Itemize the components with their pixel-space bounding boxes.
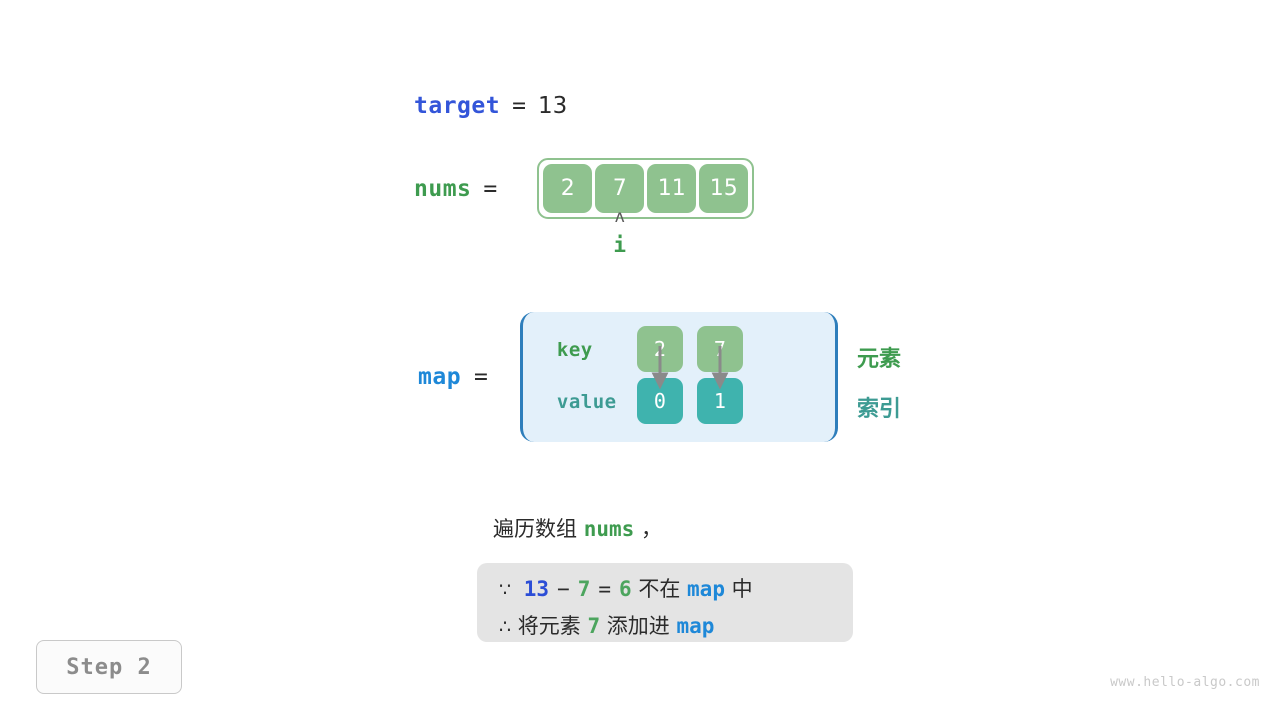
map-equals-sign: = <box>474 364 488 390</box>
map-key-row-label: key <box>556 339 593 361</box>
map-value-cell: 0 <box>636 378 683 424</box>
pointer-caret-icon: ʌ <box>614 207 625 227</box>
step-badge: Step 2 <box>36 640 182 694</box>
reason-end-text: 中 <box>724 577 753 601</box>
nums-array-container: 2 7 11 15 <box>537 158 755 219</box>
pointer-label: i <box>613 233 627 257</box>
reason-complement-value: 6 <box>619 577 632 601</box>
reason-minus-operator: − <box>557 577 570 601</box>
therefore-symbol-icon: ∴ <box>499 616 512 638</box>
reason-line-because: ∵ 13−7 = 6 不在 map 中 <box>499 573 753 603</box>
nums-cell: 11 <box>647 164 697 213</box>
map-variable-name: map <box>418 364 462 390</box>
map-entry: 2 0 <box>636 326 683 424</box>
target-value: 13 <box>537 93 568 119</box>
nums-cell: 2 <box>543 164 593 213</box>
reason-target-value: 13 <box>523 577 550 601</box>
nums-cell: 7 <box>595 164 645 213</box>
map-container: key value 2 0 7 1 <box>519 312 838 442</box>
caption-code: nums <box>583 517 635 541</box>
map-key-cell: 2 <box>636 326 683 372</box>
target-declaration: target = 13 <box>414 93 567 119</box>
reason-equals-operator: = <box>598 577 612 601</box>
reason-mid-text: 不在 <box>631 577 688 601</box>
nums-declaration: nums = 2 7 11 15 <box>414 158 755 219</box>
reason-map-name: map <box>687 577 725 601</box>
because-symbol-icon: ∵ <box>499 579 512 601</box>
nums-cell: 15 <box>699 164 749 213</box>
caption-suffix: ， <box>634 517 662 541</box>
nums-variable-name: nums <box>414 175 472 202</box>
reason-pre-text: 将元素 <box>511 614 588 638</box>
spacer-0 <box>511 577 524 601</box>
index-pointer: ʌ i <box>597 208 643 259</box>
reason-box: ∵ 13−7 = 6 不在 map 中 ∴ 将元素 7 添加进 map <box>477 563 853 642</box>
target-equals-sign: = <box>512 93 526 119</box>
map-value-row-label: value <box>556 391 617 413</box>
reason-mid-text-2: 添加进 <box>600 614 677 638</box>
map-declaration: map = key value 2 0 7 1 <box>418 312 838 442</box>
reason-line-therefore: ∴ 将元素 7 添加进 map <box>499 610 714 640</box>
annotation-indices: 索引 <box>857 397 902 422</box>
map-entry: 7 1 <box>696 326 743 424</box>
caption-text: 遍历数组 nums ， <box>493 513 662 543</box>
reason-element-value: 7 <box>587 614 601 638</box>
reason-current-value: 7 <box>577 577 591 601</box>
target-variable-name: target <box>414 93 501 119</box>
nums-equals-sign: = <box>483 175 498 202</box>
watermark: www.hello-algo.com <box>1110 675 1260 690</box>
map-key-cell: 7 <box>696 326 743 372</box>
map-value-cell: 1 <box>696 378 743 424</box>
reason-map-name-2: map <box>676 614 715 638</box>
annotation-elements: 元素 <box>857 347 902 372</box>
caption-prefix: 遍历数组 <box>493 517 584 541</box>
step-badge-label: Step 2 <box>66 654 152 680</box>
